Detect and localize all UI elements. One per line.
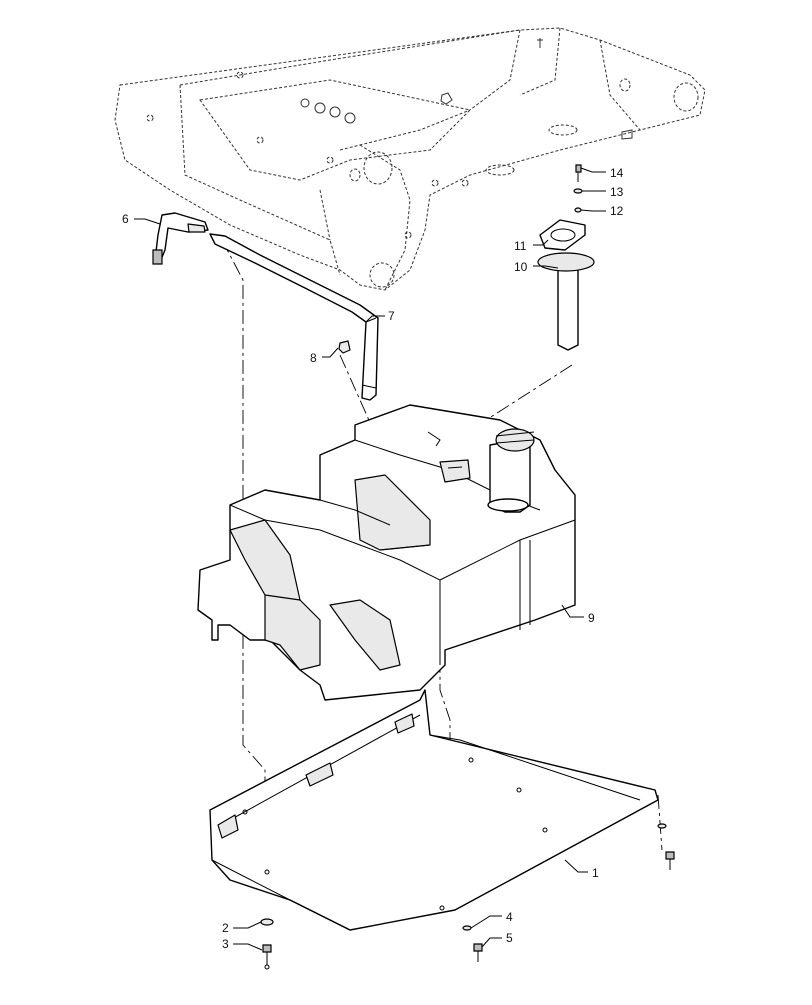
callout-7: 7 [388, 309, 395, 323]
machine-frame-phantom [114, 27, 706, 291]
callout-1: 1 [592, 866, 599, 880]
callout-13: 13 [610, 185, 624, 199]
hold-down-strap [209, 233, 379, 401]
callout-leaders [134, 167, 606, 951]
callout-3: 3 [222, 937, 229, 951]
callout-10: 10 [514, 260, 528, 274]
fuel-sender-tube [537, 252, 595, 351]
sender-gasket [539, 219, 586, 251]
callout-4: 4 [506, 910, 513, 924]
strap-nut [338, 340, 351, 354]
callout-8: 8 [310, 351, 317, 365]
callout-2: 2 [222, 921, 229, 935]
callout-14: 14 [610, 166, 624, 180]
callout-9: 9 [588, 611, 595, 625]
callout-labels: 6 7 8 10 11 12 13 14 9 1 2 3 4 5 [122, 166, 624, 951]
plate-fasteners [260, 823, 675, 970]
strap-clamp [152, 212, 209, 265]
sender-fasteners [573, 164, 583, 213]
tank-mounting-plate [209, 689, 659, 931]
callout-6: 6 [122, 212, 129, 226]
callout-12: 12 [610, 204, 624, 218]
callout-11: 11 [514, 239, 527, 253]
callout-5: 5 [506, 931, 513, 945]
fuel-tank [197, 404, 576, 701]
